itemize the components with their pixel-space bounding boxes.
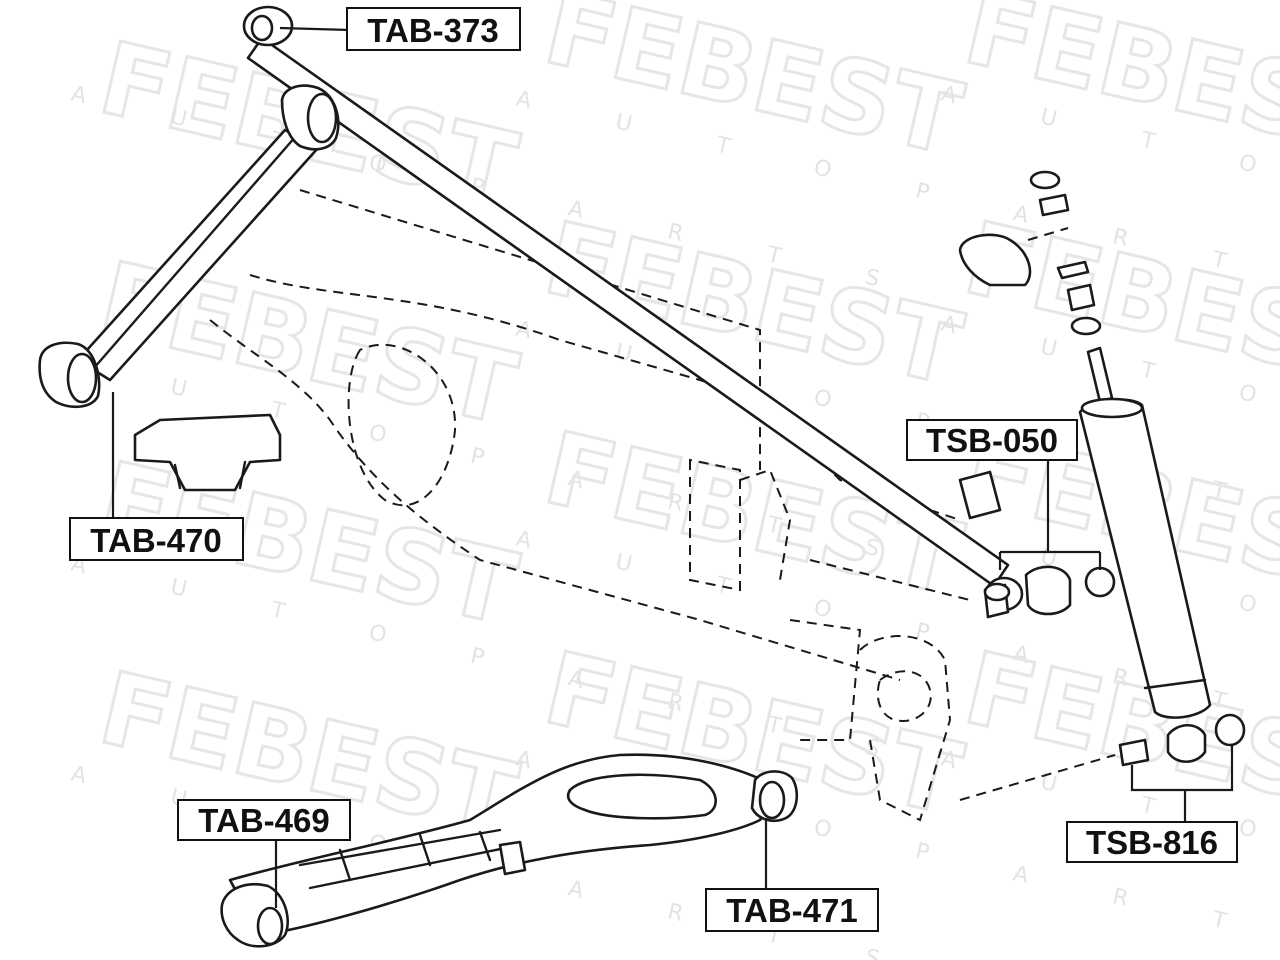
- tag-tsb050: TSB-050: [906, 419, 1078, 461]
- leader-lines: [111, 26, 1234, 908]
- tag-tab470: TAB-470: [69, 517, 244, 561]
- tag-tab373: TAB-373: [346, 7, 521, 51]
- upper-control-arm-tab470: [38, 84, 340, 409]
- tag-tab373-label: TAB-373: [367, 12, 498, 49]
- axle-bracket: [133, 413, 282, 492]
- bushings-tsb050: [958, 470, 1116, 619]
- shock-top-mount: [958, 170, 1102, 336]
- leader-tsb050: [998, 455, 1102, 570]
- tag-tab470-label: TAB-470: [90, 522, 221, 559]
- lower-trailing-arm: [220, 753, 799, 948]
- leader-tsb816: [1130, 745, 1234, 822]
- tag-tab469: TAB-469: [177, 799, 351, 841]
- tag-tsb050-label: TSB-050: [926, 422, 1058, 459]
- bushing-tab471: [758, 780, 786, 820]
- tag-tab471: TAB-471: [705, 888, 879, 932]
- bushing-tab470-lower: [66, 352, 98, 404]
- tag-tab469-label: TAB-469: [198, 802, 329, 839]
- tag-tab471-label: TAB-471: [726, 892, 857, 929]
- bushings-tsb816: [1118, 713, 1246, 767]
- leader-tab373: [279, 26, 351, 32]
- bushing-tab470-upper: [306, 92, 338, 144]
- bushing-tab469: [256, 906, 284, 946]
- shock-absorber: [1078, 346, 1212, 719]
- tag-tsb816-label: TSB-816: [1086, 824, 1218, 861]
- tag-tsb816: TSB-816: [1066, 821, 1238, 863]
